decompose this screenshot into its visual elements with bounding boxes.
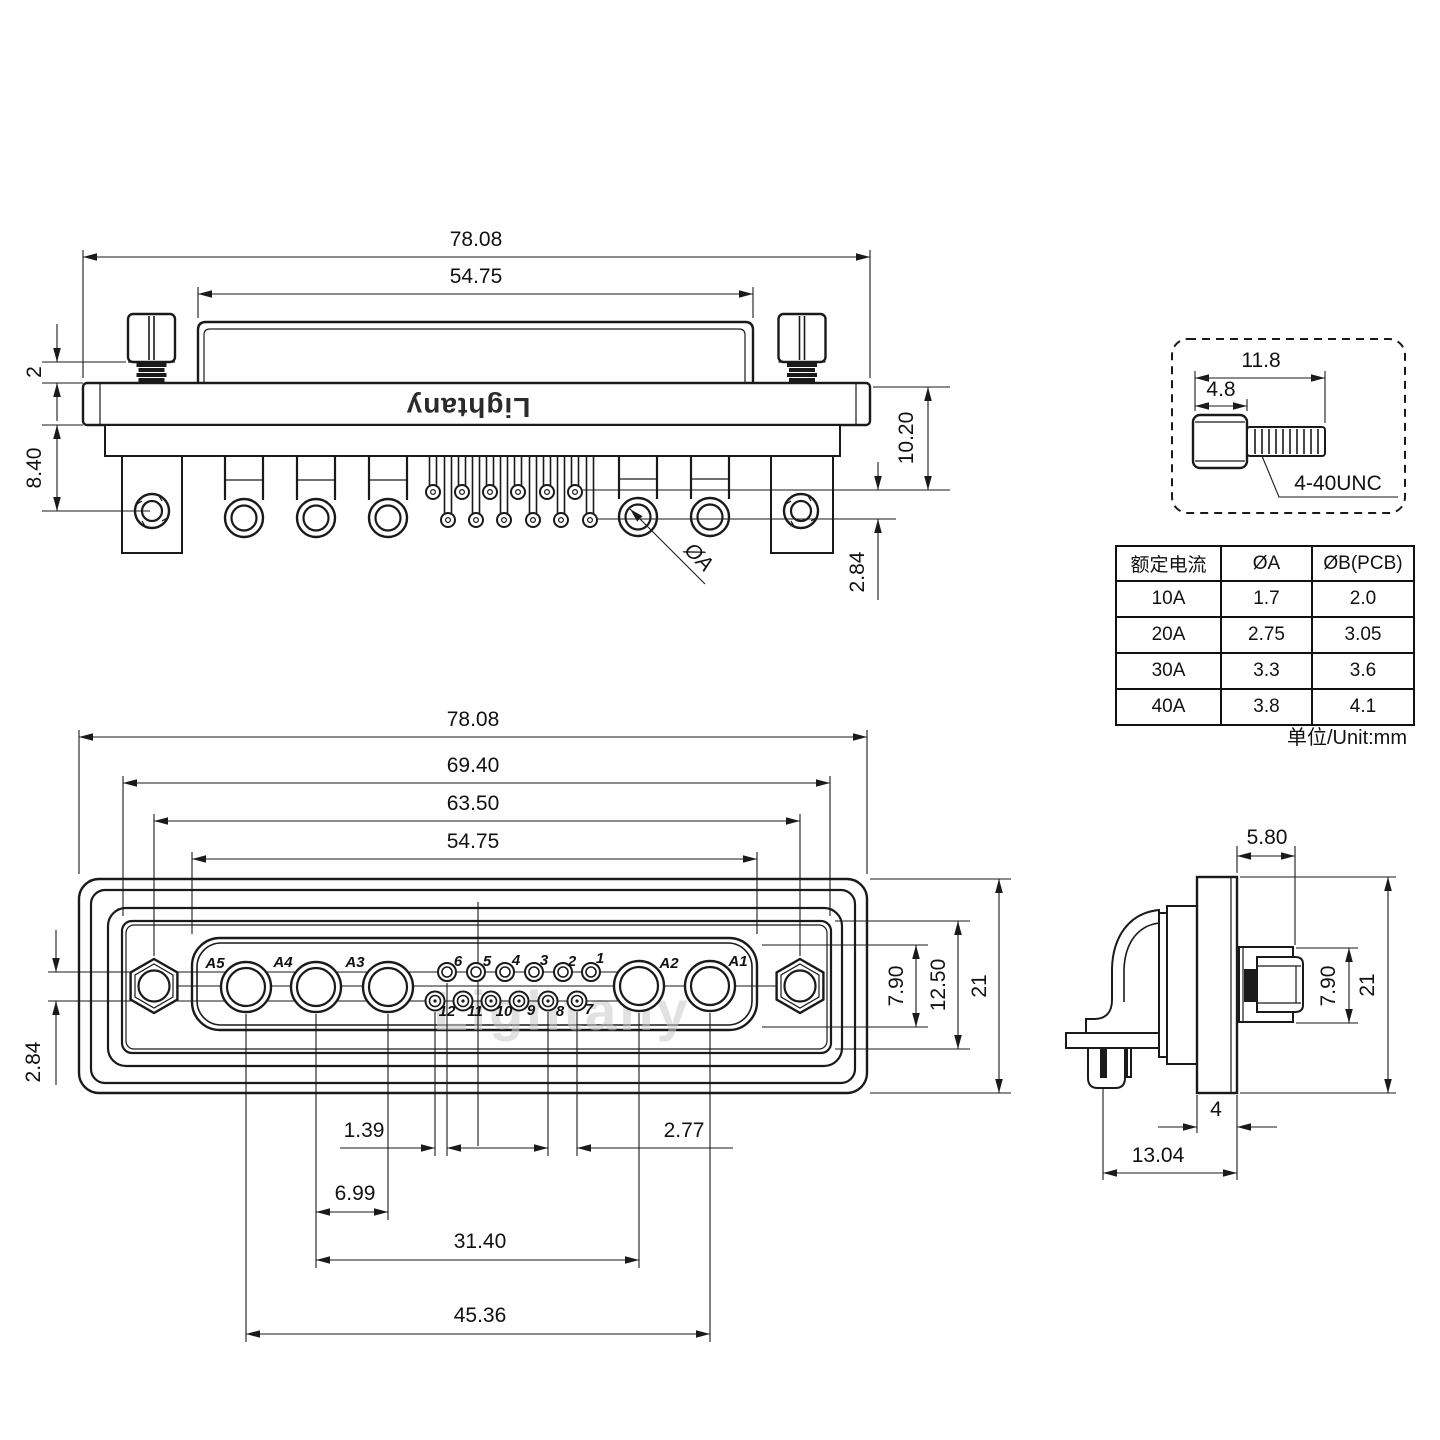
pin-label: 4 [511,952,521,969]
pin-label: 5 [483,953,492,970]
svg-text:7.90: 7.90 [885,966,908,1007]
front-dim-contact-span: 31.40 [316,1230,639,1264]
rear-view: Lightany 78.08 54.75 [23,228,950,600]
cell-current: 10A [1115,580,1222,618]
front-dim-power-span: 45.36 [246,1304,710,1338]
svg-text:7.90: 7.90 [1317,966,1340,1007]
pin-label: 9 [527,1002,536,1019]
svg-text:2: 2 [23,366,46,378]
svg-text:10.20: 10.20 [895,412,918,465]
detail-boundary [1171,338,1406,514]
pin-label: 2 [567,953,577,970]
front-dim-overall-height: 21 [870,878,1011,1094]
cell-dia-a: 3.3 [1220,652,1313,690]
pin-label: 7 [585,1001,594,1018]
svg-text:4-40UNC: 4-40UNC [1294,472,1382,495]
rear-dim-body-height: 10.20 [895,387,932,490]
contact-label: A1 [727,953,747,970]
header-dia-a: ØA [1220,545,1313,582]
header-dia-b-pcb: ØB(PCB) [1311,545,1415,582]
svg-text:78.08: 78.08 [447,708,500,731]
cell-current: 40A [1115,688,1222,726]
rear-dim-shroud-width: 54.75 [197,265,754,318]
cell-dia-b: 4.1 [1311,688,1415,726]
front-dim-pin-stagger: 1.39 [340,1119,508,1152]
front-dim-pin-pitch: 2.77 [508,1119,733,1152]
svg-text:12.50: 12.50 [927,959,950,1012]
pin-label: 3 [540,952,549,969]
current-rating-table: 额定电流 ØA ØB(PCB) 10A 1.7 2.0 20A 2.75 3.0… [1115,545,1415,726]
contact-label: A4 [272,954,293,971]
header-rated-current: 额定电流 [1115,545,1222,582]
screw-thread-callout: 4-40UNC [1261,455,1398,498]
side-view: 5.80 7.90 21 4 13.04 [1065,826,1396,1180]
cell-dia-b: 2.0 [1311,580,1415,618]
svg-text:5.80: 5.80 [1247,826,1288,849]
front-dim-pin-row-spacing: 2.84 [22,930,60,1085]
rear-dim-pad-row-offset: 2.84 [846,462,882,600]
cell-dia-b: 3.6 [1311,652,1415,690]
cell-current: 20A [1115,616,1222,654]
screw-detail-view: 11.8 4.8 4-40UNC [1171,338,1406,514]
screw-dim-head-length: 4.8 [1195,378,1248,411]
rear-dim-bracket-height: 8.40 [23,424,150,512]
pin-label: 1 [596,950,604,967]
table-row: 20A 2.75 3.05 [1115,616,1415,654]
front-dim-contact-pitch: 6.99 [316,1182,388,1216]
side-dim-overall-height: 21 [1240,876,1396,1094]
table-header-row: 额定电流 ØA ØB(PCB) [1115,545,1415,582]
front-dim-panel-width: 69.40 [122,754,831,916]
front-dim-cutout-height: 7.90 [762,944,928,1028]
side-dim-shroud-depth: 5.80 [1236,826,1296,945]
table-row: 40A 3.8 4.1 [1115,688,1415,726]
svg-text:1.39: 1.39 [344,1119,385,1142]
pin-label: 8 [556,1003,565,1020]
svg-text:6.99: 6.99 [335,1182,376,1205]
contact-label: A3 [344,954,365,971]
pin-label: 10 [496,1003,513,1020]
svg-text:69.40: 69.40 [447,754,500,777]
svg-text:31.40: 31.40 [454,1230,507,1253]
svg-text:13.04: 13.04 [1132,1144,1185,1167]
svg-text:4: 4 [1210,1098,1222,1121]
cell-dia-a: 2.75 [1220,616,1313,654]
front-dim-panel-height: 12.50 [835,920,970,1050]
front-dim-nut-spacing: 63.50 [153,792,801,956]
svg-text:8.40: 8.40 [23,448,46,489]
svg-text:ØA: ØA [679,538,717,576]
table-row: 10A 1.7 2.0 [1115,580,1415,618]
side-dim-flange-thickness: 4 [1158,1095,1277,1180]
cell-current: 30A [1115,652,1222,690]
brand-text-rear: Lightany [406,392,531,423]
contact-label: A5 [204,955,225,972]
svg-text:2.77: 2.77 [664,1119,705,1142]
rear-dim-screw-standoff: 2 [23,324,126,421]
cell-dia-b: 3.05 [1311,616,1415,654]
svg-text:2.84: 2.84 [846,551,869,592]
cell-dia-a: 1.7 [1220,580,1313,618]
side-dim-mount-depth: 13.04 [1102,1088,1237,1180]
svg-text:4.8: 4.8 [1206,378,1235,401]
svg-text:45.36: 45.36 [454,1304,507,1327]
svg-text:21: 21 [968,974,991,997]
pin-label: 11 [467,1003,483,1020]
unit-note: 单位/Unit:mm [1287,727,1407,749]
rear-dim-overall-width: 78.08 [82,228,871,378]
side-dim-cutout-height: 7.90 [1296,947,1358,1024]
svg-text:78.08: 78.08 [450,228,503,251]
front-dim-cutout-width: 54.75 [191,830,758,934]
svg-text:11.8: 11.8 [1241,349,1280,372]
svg-text:21: 21 [1356,973,1379,996]
front-view: Lightany A5 A4 A3 A2 A1 6 5 4 3 2 1 12 1… [22,708,1011,1342]
svg-text:2.84: 2.84 [22,1041,45,1082]
svg-text:54.75: 54.75 [447,830,500,853]
svg-text:63.50: 63.50 [447,792,500,815]
table-row: 30A 3.3 3.6 [1115,652,1415,690]
pin-label: 6 [454,953,463,970]
svg-text:54.75: 54.75 [450,265,503,288]
cell-dia-a: 3.8 [1220,688,1313,726]
contact-label: A2 [658,955,679,972]
front-dim-overall-width: 78.08 [78,708,868,874]
